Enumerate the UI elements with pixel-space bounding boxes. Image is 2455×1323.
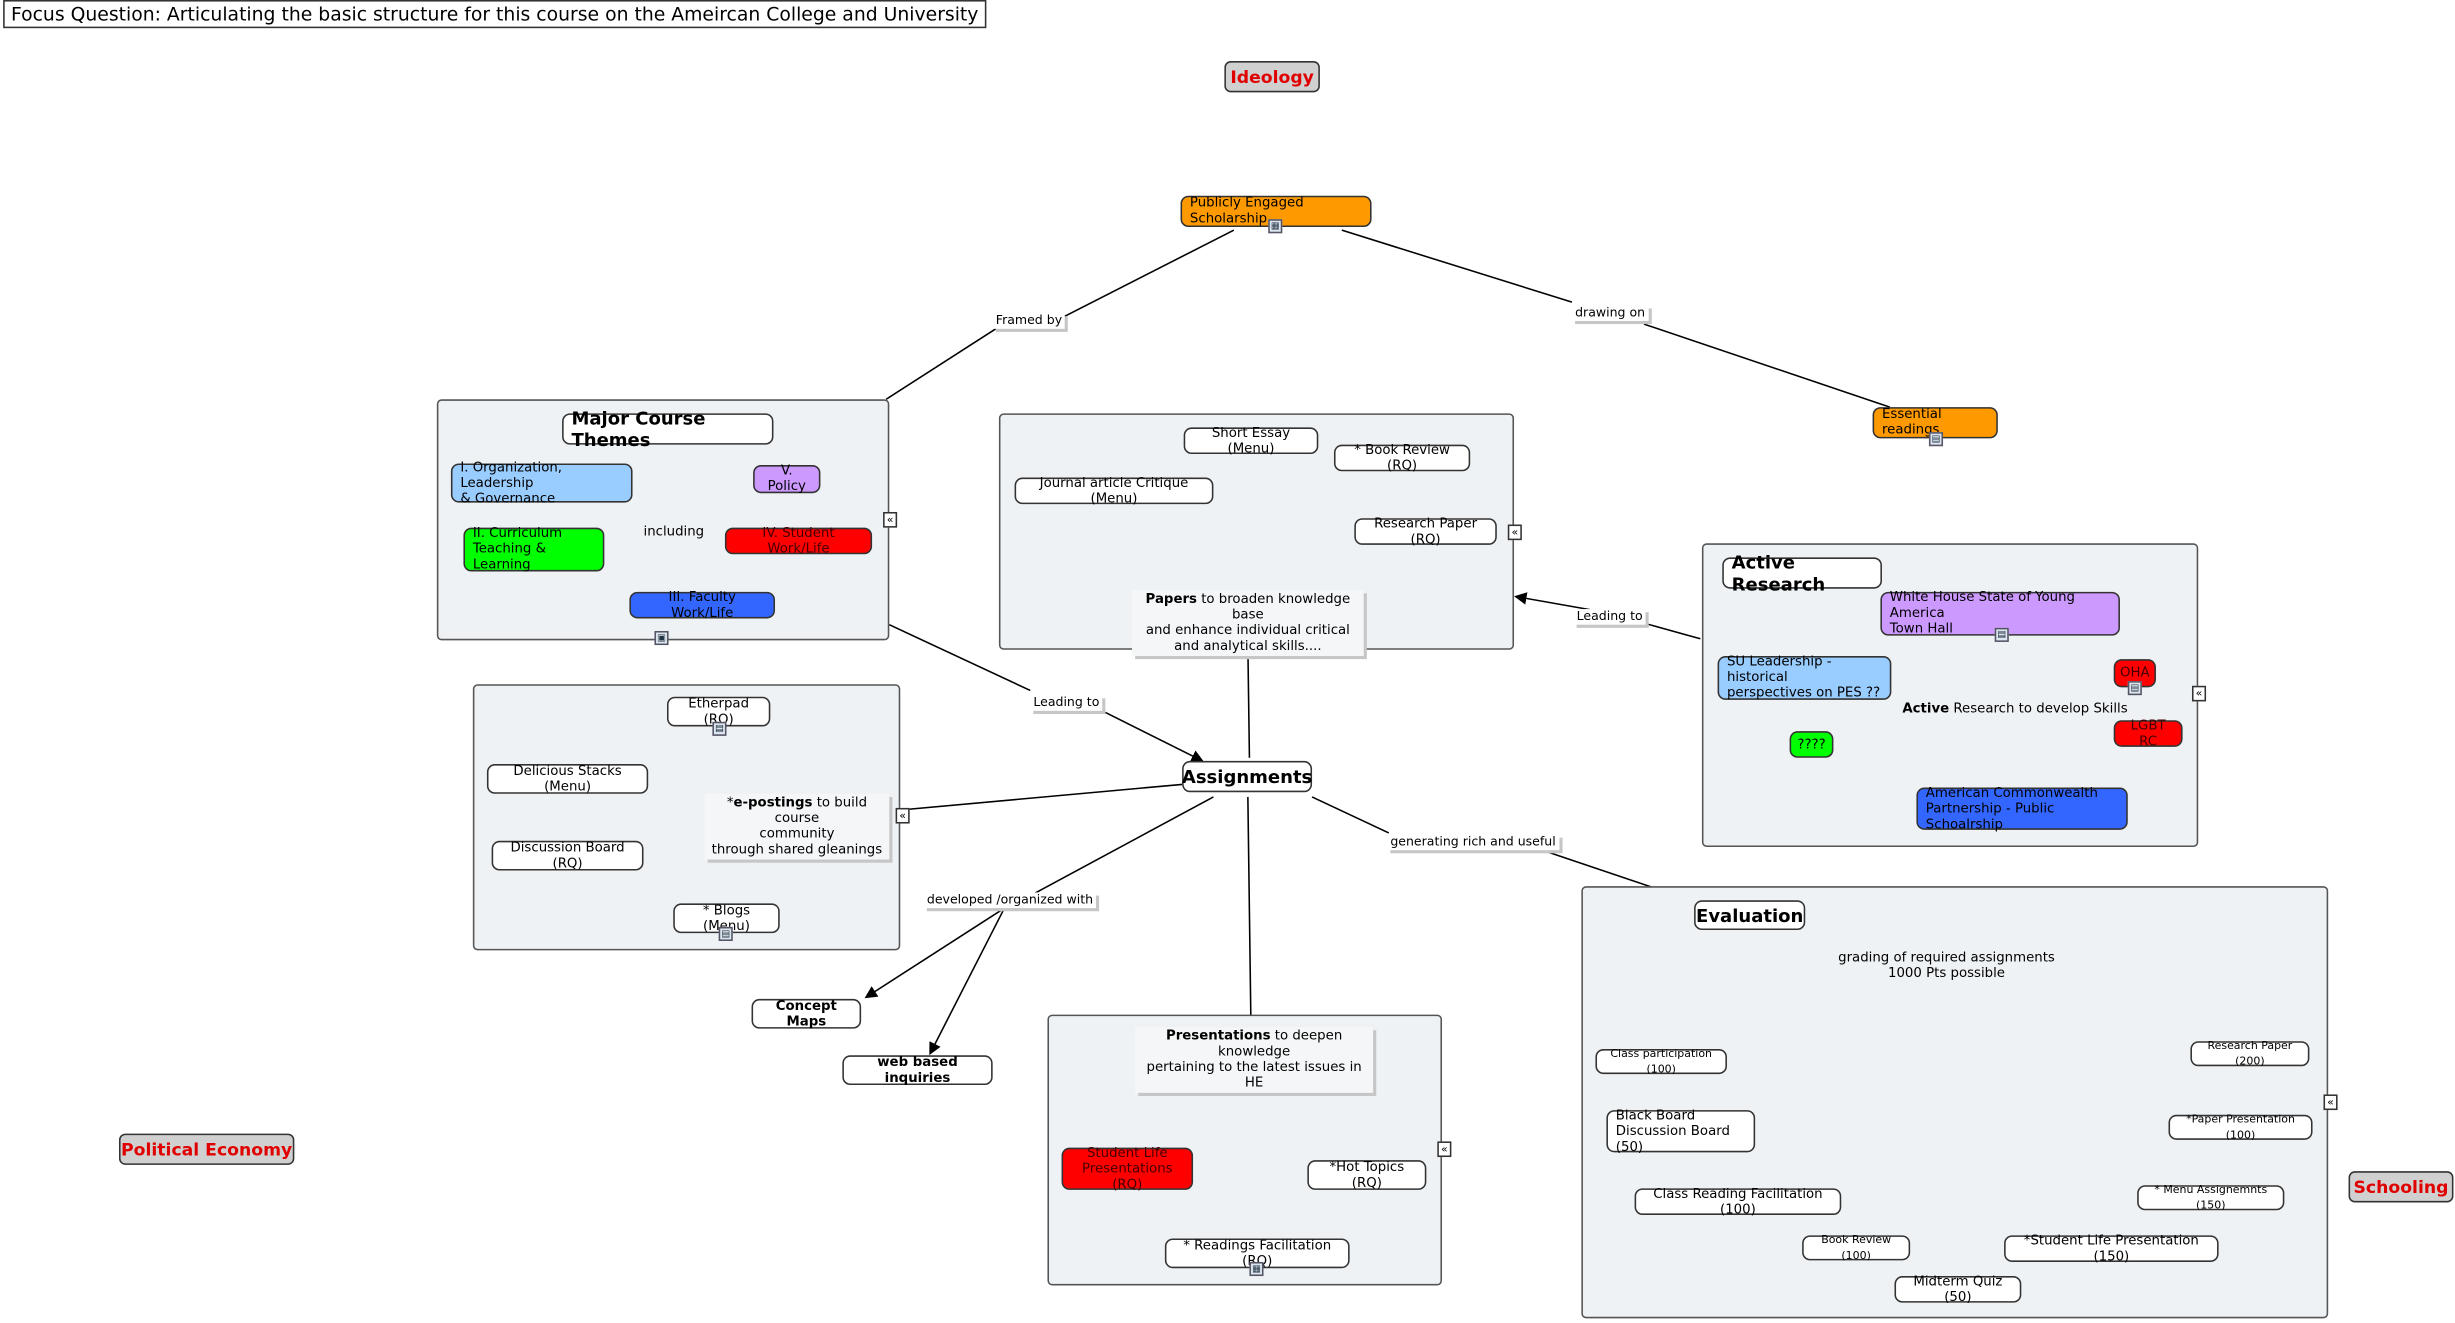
document-icon[interactable]: ▤	[712, 721, 727, 736]
major-course-themes-title[interactable]: Major Course Themes	[562, 407, 774, 451]
epostings-hub-bold: e-postings	[733, 795, 813, 812]
epostings-hub-prefix: *	[726, 795, 734, 812]
su-leadership-node[interactable]: SU Leadership - historical perspectives …	[1717, 654, 1892, 701]
journal-critique-node[interactable]: Journal article Critique (Menu)	[1014, 475, 1214, 507]
active-research-title[interactable]: Active Research	[1722, 551, 1882, 595]
discussion-board-grade-node[interactable]: Black Board Discussion Board (50)	[1606, 1108, 1756, 1155]
assignments-node[interactable]: Assignments	[1182, 760, 1312, 793]
generating-label: generating rich and useful	[1387, 834, 1559, 851]
political-economy-node[interactable]: Political Economy	[118, 1133, 295, 1165]
presentations-hub-text: to deepen knowledge pertaining to the la…	[1146, 1028, 1362, 1092]
active-research-hub: Active Research to develop Skills	[1899, 699, 2131, 719]
student-life-presentation-grade-node[interactable]: *Student Life Presentation (150)	[2004, 1233, 2219, 1264]
hot-topics-node[interactable]: *Hot Topics (RQ)	[1307, 1159, 1427, 1191]
collapse-icon[interactable]: «	[1507, 524, 1522, 541]
delicious-stacks-node[interactable]: Delicious Stacks (Menu)	[486, 763, 649, 795]
framed-by-label: Framed by	[992, 313, 1066, 329]
active-hub-bold: Active	[1902, 701, 1950, 718]
document-icon[interactable]: ▤	[1994, 627, 2009, 642]
theme-curriculum-node[interactable]: II. Curriculum Teaching & Learning	[463, 526, 605, 573]
papers-hub-text: to broaden knowledge base and enhance in…	[1145, 591, 1351, 655]
collapse-icon[interactable]: «	[1437, 1141, 1452, 1158]
discussion-board-node[interactable]: Discussion Board (RQ)	[491, 840, 644, 871]
theme-student-work-node[interactable]: IV. Student Work/Life	[724, 525, 873, 557]
attachment-icon[interactable]: ▦	[1268, 219, 1283, 234]
etherpad-node[interactable]: Etherpad (RQ)	[666, 696, 771, 727]
unknown-node[interactable]: ????	[1789, 731, 1834, 758]
schooling-node[interactable]: Schooling	[2348, 1171, 2454, 1203]
presentations-hub-bold: Presentations	[1165, 1028, 1271, 1045]
drawing-on-label: drawing on	[1571, 305, 1649, 321]
document-icon[interactable]: ▤	[2127, 681, 2142, 696]
attachment-icon[interactable]: ▦	[1249, 1261, 1264, 1277]
publicly-engaged-scholarship-node[interactable]: Publicly Engaged Scholarship	[1180, 195, 1372, 228]
paper-presentation-grade-node[interactable]: *Paper Presentation (100)	[2168, 1113, 2313, 1141]
collapse-icon[interactable]: «	[883, 511, 898, 528]
menu-assignments-grade-node[interactable]: * Menu Assignemnts (150)	[2137, 1184, 2285, 1212]
developed-organized-label: developed /organized with	[923, 892, 1097, 909]
active-hub-text: Research to develop Skills	[1949, 701, 2128, 718]
book-review-grade-node[interactable]: Book Review (100)	[1802, 1234, 1911, 1262]
document-icon[interactable]: ▤	[718, 926, 733, 941]
epostings-hub: *e-postings to build course community th…	[704, 793, 890, 860]
collapse-icon[interactable]: «	[895, 807, 910, 824]
book-review-node[interactable]: * Book Review (RQ)	[1333, 442, 1471, 474]
short-essay-node[interactable]: Short Essay (Menu)	[1183, 425, 1319, 456]
including-label: including	[640, 522, 708, 542]
presentations-hub: Presentations to deepen knowledge pertai…	[1135, 1027, 1374, 1093]
leading-to-label: Leading to	[1573, 609, 1646, 625]
evaluation-title[interactable]: Evaluation	[1694, 900, 1806, 931]
image-icon[interactable]: ▣	[654, 630, 669, 646]
class-reading-facilitation-grade-node[interactable]: Class Reading Facilitation (100)	[1634, 1186, 1842, 1217]
ideology-node[interactable]: Ideology	[1224, 61, 1320, 93]
collapse-icon[interactable]: «	[2191, 685, 2207, 702]
web-inquiries-node[interactable]: web based inquiries	[842, 1054, 993, 1086]
document-icon[interactable]: ▤	[1928, 432, 1944, 447]
theme-faculty-work-node[interactable]: III. Faculty Work/Life	[629, 589, 776, 621]
evaluation-hub: grading of required assignments 1000 Pts…	[1835, 948, 2058, 984]
focus-question: Focus Question: Articulating the basic s…	[3, 0, 987, 29]
lgbt-rc-node[interactable]: LGBT RC	[2113, 718, 2183, 749]
epostings-hub-text: to build course community through shared…	[711, 795, 883, 859]
collapse-icon[interactable]: «	[2323, 1094, 2338, 1111]
research-paper-grade-node[interactable]: Research Paper (200)	[2190, 1040, 2310, 1068]
leading-to-label: Leading to	[1030, 695, 1103, 711]
research-paper-node[interactable]: Research Paper (RQ)	[1354, 516, 1497, 547]
papers-hub-bold: Papers	[1145, 591, 1197, 608]
class-participation-node[interactable]: Class participation (100)	[1595, 1047, 1727, 1076]
theme-organization-node[interactable]: I. Organization, Leadership & Governance	[450, 460, 633, 507]
papers-hub: Papers to broaden knowledge base and enh…	[1132, 590, 1364, 657]
theme-policy-node[interactable]: V. Policy	[753, 463, 821, 495]
midterm-quiz-grade-node[interactable]: Midterm Quiz (50)	[1894, 1274, 2022, 1305]
american-commonwealth-node[interactable]: American Commonwealth Partnership - Publ…	[1916, 785, 2128, 832]
student-life-presentations-node[interactable]: Student Life Presentations (RQ)	[1061, 1145, 1194, 1192]
concept-maps-node[interactable]: Concept Maps	[751, 998, 862, 1029]
